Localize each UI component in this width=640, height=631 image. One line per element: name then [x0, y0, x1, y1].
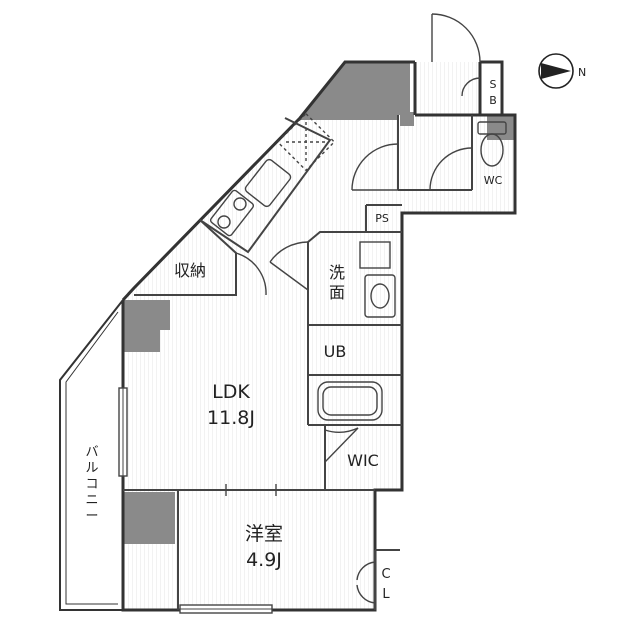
structural-walls: [123, 62, 515, 544]
bath-label: UB: [324, 342, 347, 361]
balcony: [59, 299, 124, 611]
western-room-label: 洋室: [245, 523, 283, 545]
pipe-space-label: PS: [375, 212, 389, 225]
room-labels: LDK 11.8J 洋室 4.9J 収納 洗 面 UB WIC C L WC S…: [85, 78, 502, 602]
kitchen-fixtures: [209, 112, 336, 237]
ldk-label: LDK: [212, 381, 250, 403]
washroom-label-2: 面: [329, 283, 345, 302]
wic-label: WIC: [347, 451, 379, 470]
balcony-label-5: ー: [85, 509, 98, 524]
compass-icon: N: [538, 53, 586, 89]
storage-label: 収納: [174, 261, 206, 280]
sanitary-fixtures: [317, 121, 507, 421]
western-room-size: 4.9J: [246, 549, 282, 571]
compass-label: N: [578, 66, 586, 79]
shoe-box-label-1: S: [490, 78, 497, 91]
washroom-label-1: 洗: [329, 263, 345, 282]
sliding-door-marks: [225, 484, 277, 496]
closet-label-2: L: [382, 587, 390, 602]
ldk-size: 11.8J: [207, 407, 255, 429]
windows: [118, 387, 273, 614]
balcony-label-3: コ: [85, 477, 98, 492]
closet-label-1: C: [381, 567, 390, 582]
shoe-box-label-2: B: [489, 94, 497, 107]
interior-walls: [123, 115, 473, 610]
outer-walls: [121, 60, 517, 612]
balcony-label-1: バ: [85, 445, 98, 460]
doors: [235, 13, 481, 604]
balcony-label-4: ニ: [85, 493, 98, 508]
balcony-label-2: ル: [85, 461, 98, 476]
floor-fill: [123, 62, 515, 610]
toilet-label: WC: [484, 174, 503, 187]
